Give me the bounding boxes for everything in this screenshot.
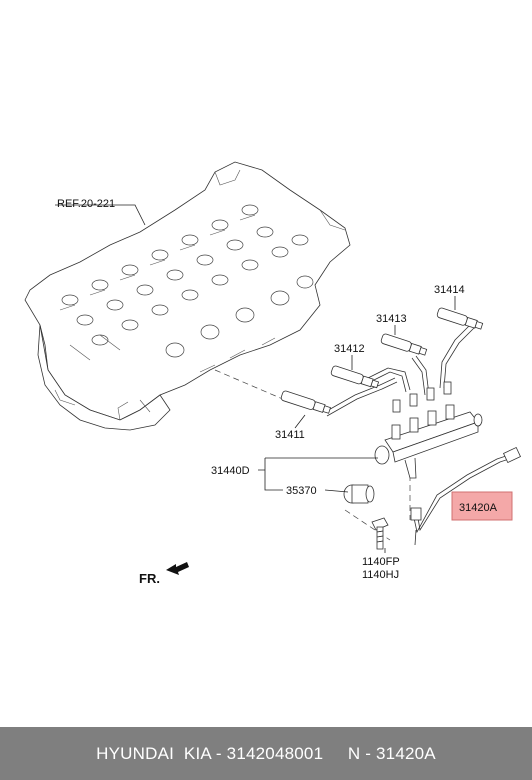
return-hose xyxy=(410,446,521,546)
label-1140HJ: 1140HJ xyxy=(362,569,399,581)
label-1140FP: 1140FP xyxy=(362,556,400,568)
label-31414: 31414 xyxy=(434,284,465,296)
label-31440D: 31440D xyxy=(211,465,250,477)
pressure-sensor xyxy=(343,484,375,504)
fuel-rail xyxy=(374,381,483,479)
label-31413: 31413 xyxy=(376,313,407,325)
injector-pipes xyxy=(324,324,475,417)
parts-diagram: REF.20-221 31414 31413 31412 31411 31440… xyxy=(24,161,521,586)
leader-lines xyxy=(55,204,456,553)
label-35370: 35370 xyxy=(286,485,317,497)
label-31411: 31411 xyxy=(275,429,305,441)
front-arrow-icon xyxy=(166,562,189,575)
bolt xyxy=(371,517,389,550)
label-fr: FR. xyxy=(139,571,160,586)
highlight-box xyxy=(451,491,513,521)
cylinder-head-drawing xyxy=(24,161,351,431)
footer-caption: HYUNDAI KIA - 3142048001 N - 31420A xyxy=(0,727,532,780)
label-ref: REF.20-221 xyxy=(57,198,115,210)
injectors xyxy=(280,307,484,414)
label-31412: 31412 xyxy=(334,343,365,355)
label-31420A: 31420A xyxy=(459,502,498,514)
